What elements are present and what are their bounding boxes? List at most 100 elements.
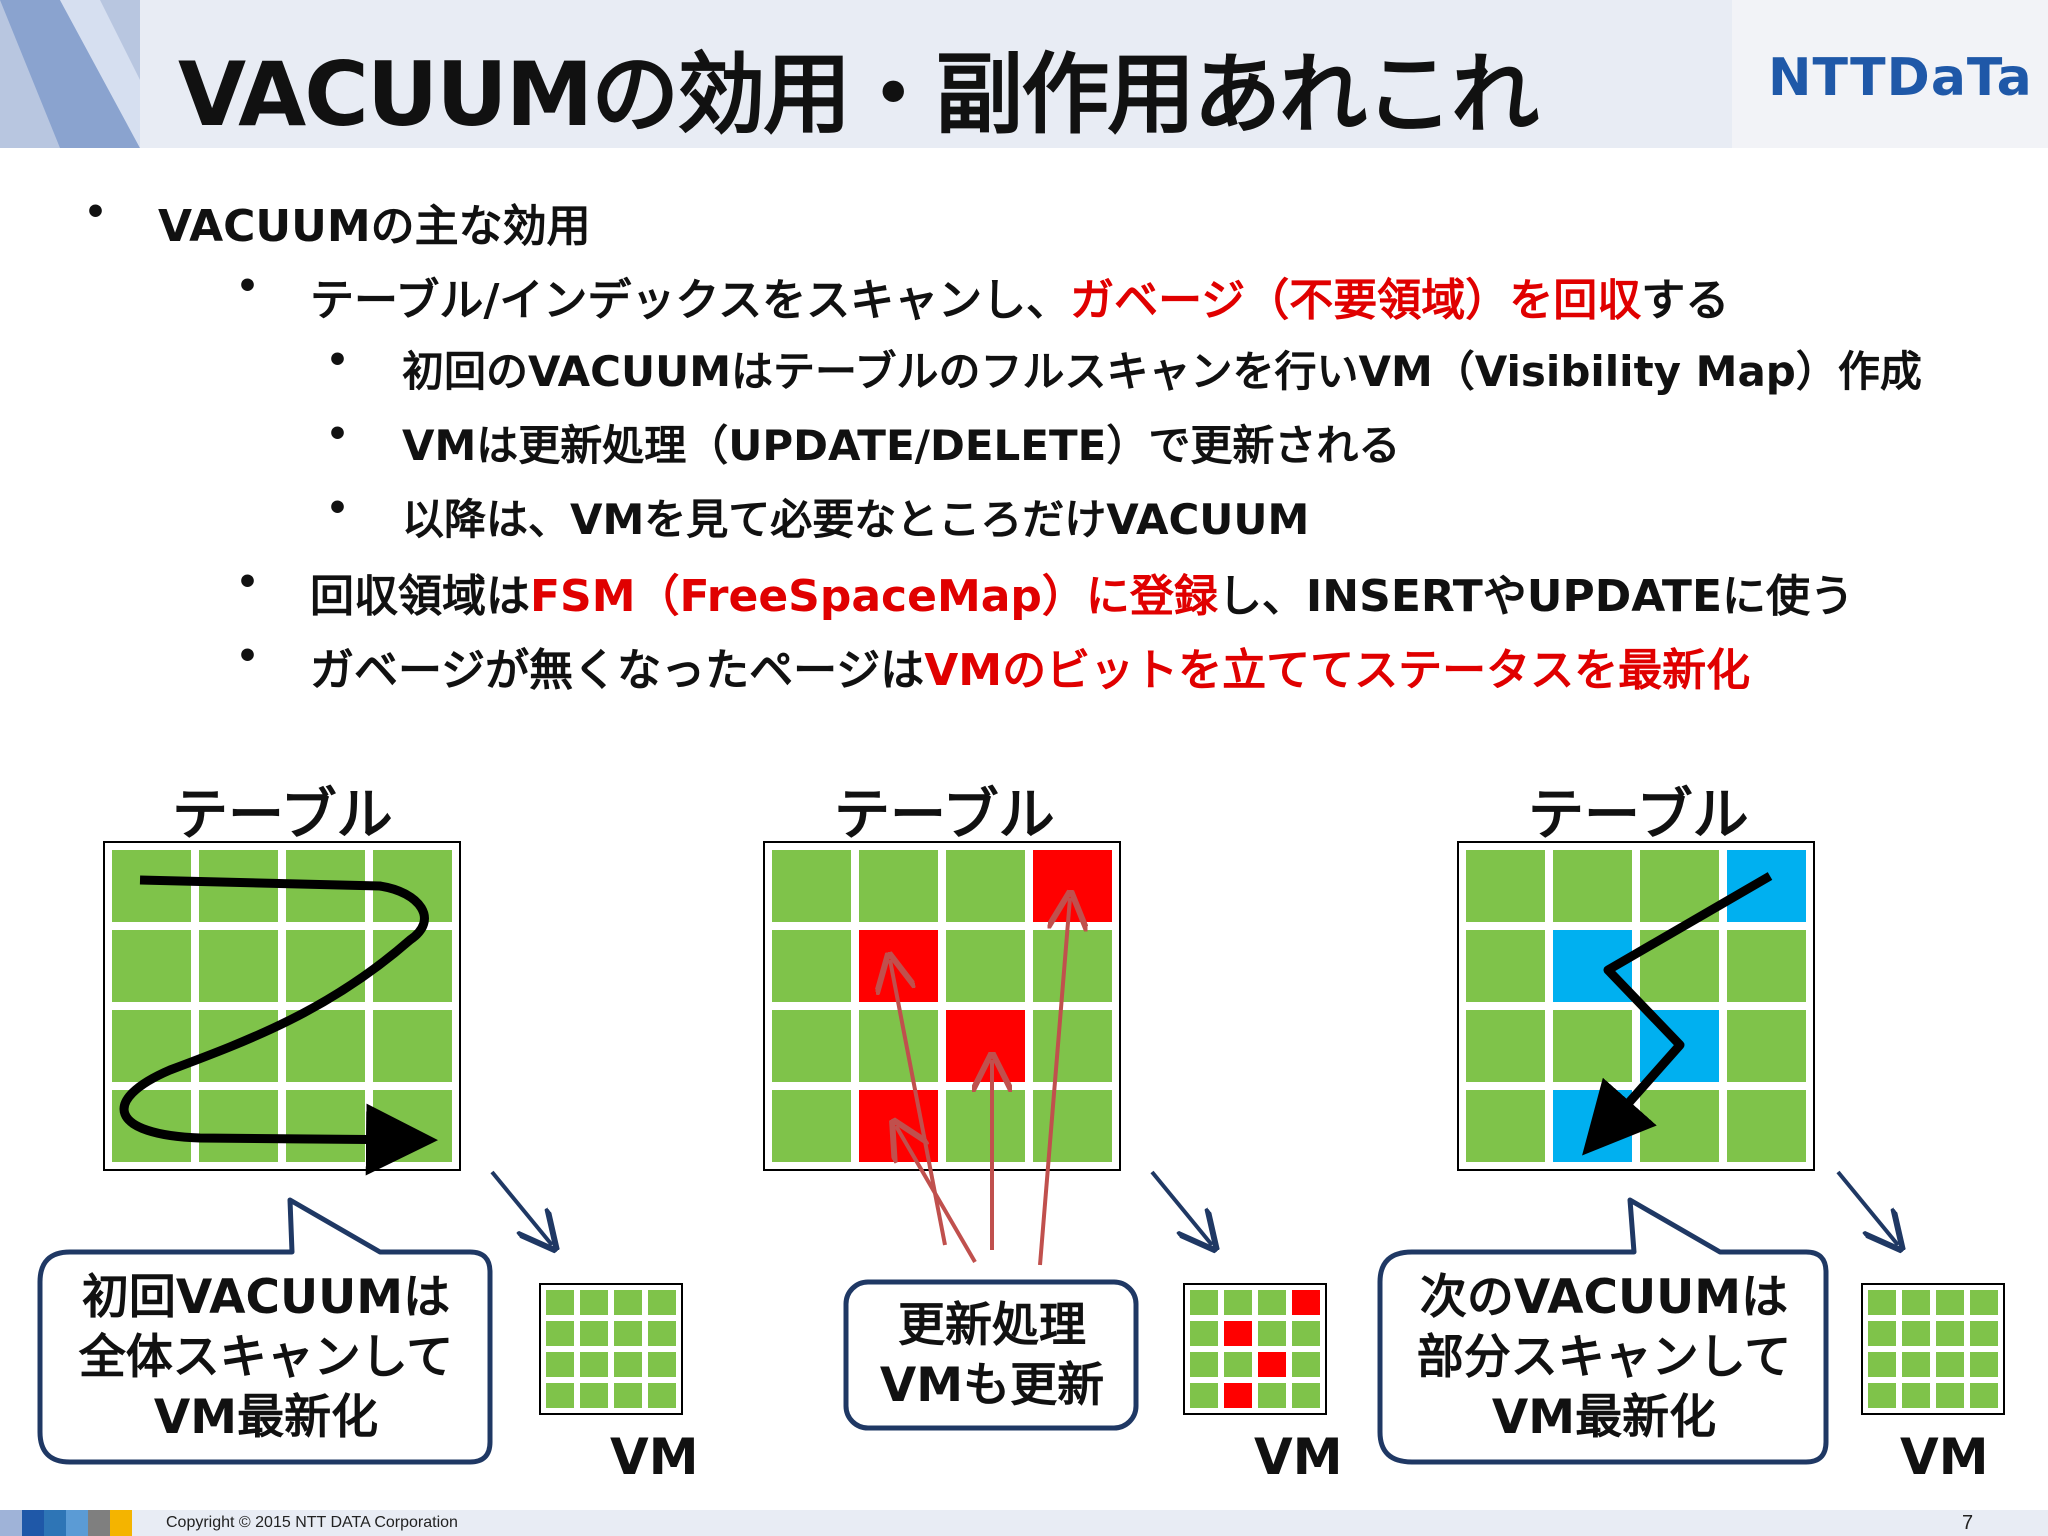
table-grid-2-cell (772, 1010, 851, 1082)
vm-grid-3-cell (1868, 1290, 1896, 1315)
callout-2-bubble (843, 1279, 1139, 1431)
callout-3-line: VM最新化 (1491, 1390, 1717, 1445)
bullet-l2b: 回収領域はFSM（FreeSpaceMap）に登録し、INSERTやUPDATE… (310, 560, 1854, 624)
bullet-l2c-text: ガベージが無くなったページは (310, 645, 925, 696)
footer-square (88, 1510, 110, 1536)
table-grid-3-cell (1553, 850, 1632, 922)
vm-grid-3-cell (1902, 1383, 1930, 1408)
vm-grid-3-cell (1902, 1290, 1930, 1315)
footer-square (0, 1510, 22, 1536)
vm-grid-1-cell (546, 1321, 574, 1346)
callout-3-line: 部分スキャンして (1416, 1330, 1792, 1385)
vm-grid-2-cell (1190, 1290, 1218, 1315)
slide-title: VACUUMの効用・副作用あれこれ (178, 43, 1539, 146)
vm-grid-1-cell (648, 1383, 676, 1408)
callout-1-line: 全体スキャンして (78, 1330, 454, 1385)
vm-grid-3-cell (1936, 1383, 1964, 1408)
vm-grid-1-cell (648, 1352, 676, 1377)
table-grid-2-cell (946, 1090, 1025, 1162)
table-grid-2-cell (859, 930, 938, 1002)
vm-grid-1-cell (614, 1290, 642, 1315)
table-grid-1-cell (373, 1090, 452, 1162)
vm-grid-3-cell (1902, 1321, 1930, 1346)
bullet-marker: • (326, 488, 350, 529)
vm-label-3: VM (1900, 1428, 1989, 1486)
table-grid-1-cell (286, 930, 365, 1002)
table-grid-3-cell (1553, 1090, 1632, 1162)
table-grid-2-cell (772, 850, 851, 922)
table-grid-1-cell (199, 930, 278, 1002)
table-label-3: テーブル (1528, 783, 1749, 848)
vm-label-1: VM (610, 1428, 699, 1486)
vm-grid-3-cell (1970, 1352, 1998, 1377)
table-grid-1-cell (286, 1090, 365, 1162)
footer-square (44, 1510, 66, 1536)
bullet-l2c-highlight: VMのビットを立ててステータスを最新化 (924, 645, 1751, 696)
bullet-marker: • (236, 562, 260, 603)
table-label-2: テーブル (834, 783, 1055, 848)
table-grid-3-cell (1727, 850, 1806, 922)
bullet-l2b-highlight: FSM（FreeSpaceMap）に登録 (530, 571, 1218, 622)
table-grid-2-cell (946, 930, 1025, 1002)
vm-grid-1-cell (648, 1321, 676, 1346)
partial-scan-arrow (1582, 872, 1773, 1156)
table-grid-1-cell (112, 930, 191, 1002)
table-grid-1-cell (199, 1090, 278, 1162)
vm-grid-2-cell (1190, 1383, 1218, 1408)
slide-header (0, 0, 2048, 148)
table-grid-1-cell (373, 1010, 452, 1082)
to-vm-arrow (1836, 1170, 1898, 1245)
vm-grid-2-cell (1258, 1290, 1286, 1315)
vm-grid-1-cell (614, 1321, 642, 1346)
vm-grid-2-cell (1190, 1321, 1218, 1346)
callout-1-line: VM最新化 (153, 1390, 379, 1445)
vm-grid-2-cell (1224, 1352, 1252, 1377)
bullet-l2a-highlight: ガベージ（不要領域）を回収 (1070, 275, 1642, 326)
vm-grid-2-cell (1258, 1321, 1286, 1346)
vm-grid-1-cell (614, 1383, 642, 1408)
vm-grid-3-cell (1902, 1352, 1930, 1377)
table-grid-2-cell (859, 1010, 938, 1082)
bullet-l3a: 初回のVACUUMはテーブルのフルスキャンを行いVM（Visibility Ma… (402, 347, 1922, 396)
footer-square (66, 1510, 88, 1536)
table-grid-2-cell (772, 930, 851, 1002)
callout-3-bubble (1377, 1197, 1829, 1465)
bullet-l3c: 以降は、VMを見て必要なところだけVACUUM (402, 495, 1310, 544)
table-grid-2-cell (1033, 930, 1112, 1002)
bullet-l2b-suffix: し、INSERTやUPDATEに使う (1217, 571, 1855, 622)
bullet-marker: • (236, 266, 260, 307)
update-arrow (896, 1126, 977, 1264)
header-decoration (0, 0, 140, 148)
vm-grid-1-cell (580, 1352, 608, 1377)
callout-1-line: 初回VACUUMは (81, 1270, 451, 1325)
vm-grid-3-cell (1868, 1383, 1896, 1408)
ntt-data-logo: NTTDaTa (1768, 48, 2033, 108)
table-grid-2-cell (946, 850, 1025, 922)
copyright: Copyright © 2015 NTT DATA Corporation (166, 1514, 458, 1531)
footer-bar (0, 1510, 2048, 1536)
table-grid-1-cell (112, 850, 191, 922)
vm-grid-2-cell (1224, 1321, 1252, 1346)
table-grid-2-cell (859, 850, 938, 922)
vm-grid-2-cell (1292, 1352, 1320, 1377)
bullet-l2a-text: テーブル/インデックスをスキャンし、 (310, 275, 1071, 326)
table-grid-3-cell (1727, 930, 1806, 1002)
callout-2-line: 更新処理 (898, 1298, 1086, 1353)
bullet-l2a: テーブル/インデックスをスキャンし、ガベージ（不要領域）を回収する (310, 264, 1729, 328)
table-grid-3-cell (1553, 1010, 1632, 1082)
table-grid-2-cell (1033, 1090, 1112, 1162)
vm-grid-2-cell (1224, 1383, 1252, 1408)
vm-grid-2-cell (1258, 1383, 1286, 1408)
table-label-1: テーブル (172, 783, 393, 848)
vm-label-2: VM (1254, 1428, 1343, 1486)
bullet-marker: • (326, 340, 350, 381)
vm-grid-2-cell (1190, 1352, 1218, 1377)
logo-area (1732, 0, 2048, 148)
table-grid-3-cell (1727, 1090, 1806, 1162)
vm-grid-1-cell (546, 1290, 574, 1315)
update-arrow (1038, 898, 1070, 1266)
table-grid-1-cell (286, 1010, 365, 1082)
bullet-marker: • (84, 192, 108, 233)
bullet-l3b: VMは更新処理（UPDATE/DELETE）で更新される (402, 421, 1401, 470)
